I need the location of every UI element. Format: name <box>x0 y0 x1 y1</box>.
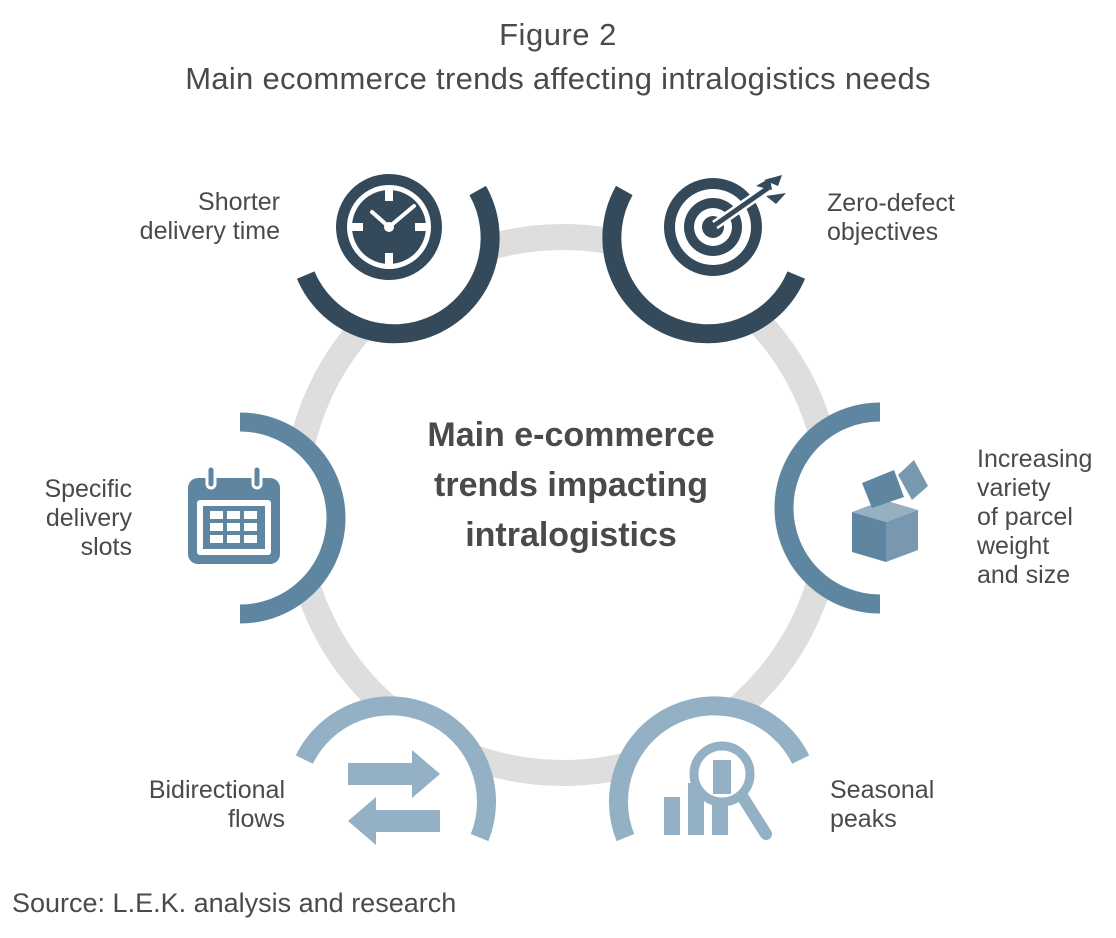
figure-header: Figure 2 Main ecommerce trends affecting… <box>0 14 1116 102</box>
label-zero-defect: Zero-defect objectives <box>827 189 955 246</box>
center-title: Main e-commerce trends impacting intralo… <box>427 416 715 554</box>
chart-magnifier-icon <box>664 741 772 840</box>
figure-title: Main ecommerce trends affecting intralog… <box>185 61 931 96</box>
arc-parcel-variety <box>774 402 881 614</box>
clock-icon <box>336 174 442 280</box>
target-icon <box>664 175 786 276</box>
arc-zero-defect <box>602 185 806 344</box>
arc-bidirectional <box>295 696 496 842</box>
label-shorter-delivery: Shorter delivery time <box>139 188 280 245</box>
figure-label: Figure 2 <box>499 17 617 52</box>
arc-shorter-delivery <box>296 185 500 344</box>
node-bg-bidirectional <box>297 701 489 893</box>
calendar-icon <box>188 464 280 564</box>
label-parcel-variety: Increasing variety of parcel weight and … <box>977 445 1093 589</box>
arc-delivery-slots <box>239 412 346 624</box>
label-delivery-slots: Specific delivery slots <box>44 475 132 561</box>
label-bidirectional: Bidirectional flows <box>148 776 285 833</box>
source-note: Source: L.E.K. analysis and research <box>12 888 457 918</box>
arc-seasonal-peaks <box>609 696 810 842</box>
label-seasonal-peaks: Seasonal peaks <box>830 776 935 833</box>
arrows-icon <box>348 750 440 845</box>
box-icon <box>852 460 928 562</box>
